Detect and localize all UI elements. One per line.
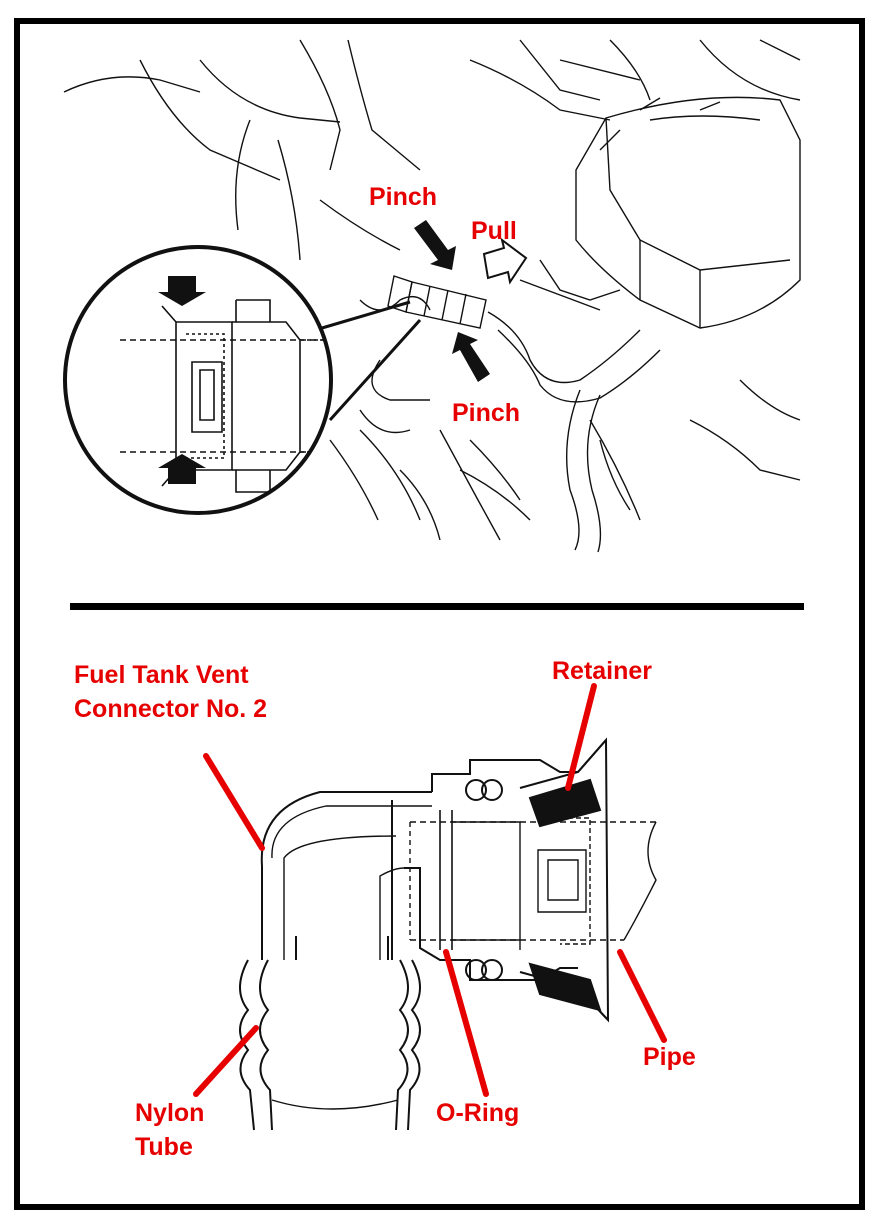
pull-arrow-icon [482,237,528,285]
pinch-arrow-icon [158,220,490,484]
leader-lines [193,683,667,1097]
pipe-label: Pipe [643,1043,696,1071]
leader-retainer [565,683,597,791]
pinch-upper-label: Pinch [369,183,438,211]
magnifier-circle [63,245,422,515]
leader-nylon-tube [193,1025,259,1097]
vent-connector-label-line2: Connector No. 2 [74,695,268,723]
vent-connector-section [239,737,657,1131]
leader-pipe [617,949,667,1043]
pinch-lower-label: Pinch [452,399,521,427]
o-ring-label: O-Ring [436,1099,520,1127]
illustration-frame [14,18,865,1210]
retainer-label: Retainer [552,657,653,685]
engine-bay-sketch [63,39,801,553]
nylon-tube-label-line1: Nylon [135,1099,205,1127]
leader-o-ring [443,949,489,1097]
pull-label: Pull [471,217,517,245]
section-divider [70,603,804,610]
leader-vent-connector [203,753,265,851]
nylon-tube-label-line2: Tube [135,1133,193,1161]
vent-connector-label-line1: Fuel Tank Vent [74,661,249,689]
